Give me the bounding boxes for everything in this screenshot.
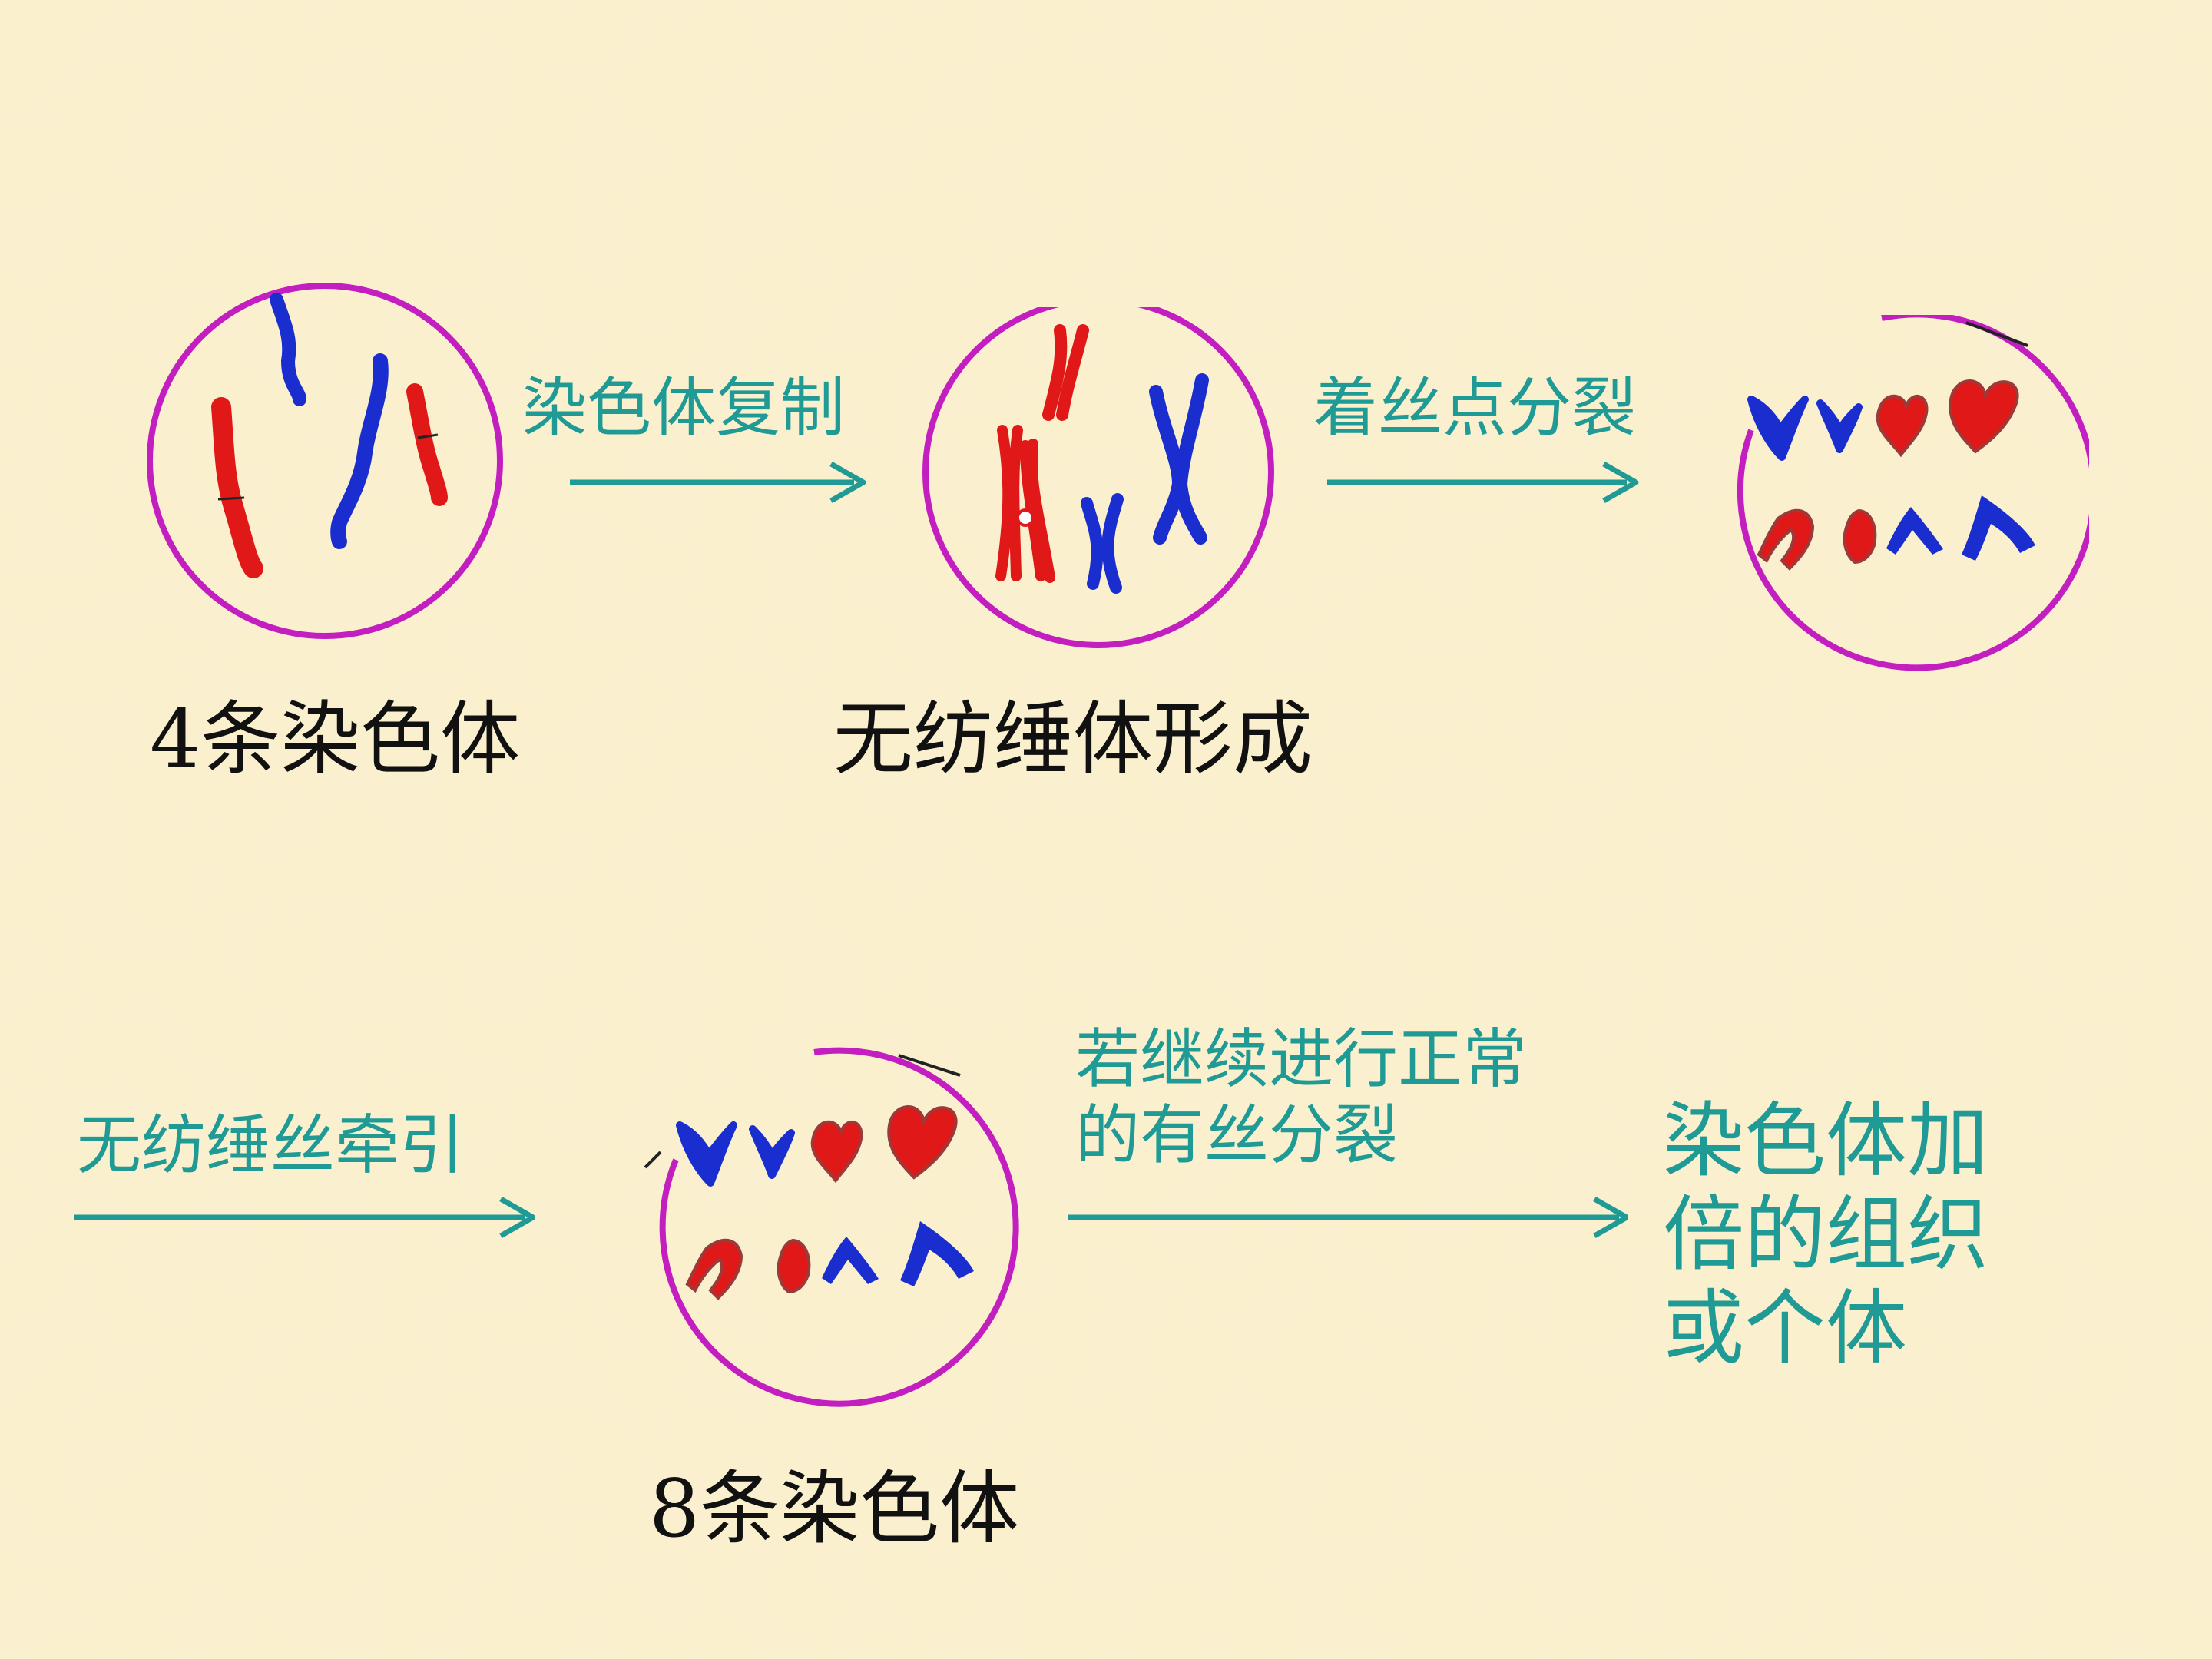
caption-spindle-absent: 无纺缍体形成 — [833, 692, 1313, 786]
chromatid-red — [1949, 379, 2019, 454]
chromosome-blue — [330, 353, 389, 549]
chromatid-red — [1757, 508, 1815, 571]
chromosome-blue — [270, 293, 306, 406]
result-line: 倍的组织 — [1663, 1187, 1988, 1282]
arrow-right — [570, 461, 866, 504]
cell-membrane — [1737, 315, 2089, 671]
result-line: 染色体加 — [1663, 1094, 1988, 1188]
chromatid-red — [810, 1120, 863, 1184]
arrow-label-line: 若继续进行正常 — [1075, 1022, 1528, 1097]
chromatid-blue — [1962, 495, 2035, 561]
caption-four-chromosomes: 4条染色体 — [150, 692, 521, 786]
arrow-label-replication: 染色体复制 — [522, 370, 846, 445]
chromatid-red — [887, 1105, 958, 1180]
arrow-label-no-spindle-pull: 无纺缍丝牵引 — [77, 1108, 465, 1183]
chromosome-red — [406, 383, 448, 506]
chromatid-blue — [900, 1221, 974, 1286]
cell-four-chromosomes — [147, 283, 503, 639]
arrow-label-line: 的有丝分裂 — [1075, 1098, 1399, 1174]
caption-eight-chromosomes: 8条染色体 — [649, 1462, 1020, 1555]
cell-separated-chromatids — [1737, 315, 2089, 671]
chromatid-red — [777, 1238, 811, 1294]
chromosome-blue-x — [1081, 493, 1124, 594]
arrow-right — [74, 1196, 535, 1239]
cell-eight-chromosomes — [644, 1047, 1019, 1407]
chromosome-blue-x — [1149, 373, 1209, 545]
chromosome-red-x — [1042, 324, 1089, 421]
result-polyploid: 染色体加 倍的组织 或个体 — [1663, 1094, 1988, 1376]
arrow-right — [1068, 1196, 1628, 1239]
chromatid-blue — [676, 1121, 737, 1187]
chromatid-blue — [822, 1237, 879, 1284]
chromatid-red — [1876, 394, 1929, 458]
chromosome-red — [211, 397, 263, 578]
cell-membrane — [147, 283, 503, 639]
arrow-label-centromere-split: 着丝点分裂 — [1313, 370, 1637, 445]
chromatid-red — [1843, 508, 1877, 565]
chromatid-blue — [1747, 396, 1809, 461]
cell-membrane — [922, 307, 1274, 648]
chromatid-blue — [1886, 507, 1943, 555]
arrow-label-normal-mitosis: 若继续进行正常 的有丝分裂 — [1075, 1022, 1527, 1174]
result-line: 或个体 — [1663, 1280, 1907, 1376]
chromatid-red — [685, 1238, 743, 1300]
cell-membrane — [659, 1047, 1019, 1407]
arrow-right — [1327, 461, 1639, 504]
chromosome-red-x — [995, 425, 1055, 583]
chromatid-blue — [1816, 399, 1863, 453]
cell-replicated-chromosomes — [922, 307, 1274, 648]
chromatid-blue — [749, 1125, 795, 1179]
